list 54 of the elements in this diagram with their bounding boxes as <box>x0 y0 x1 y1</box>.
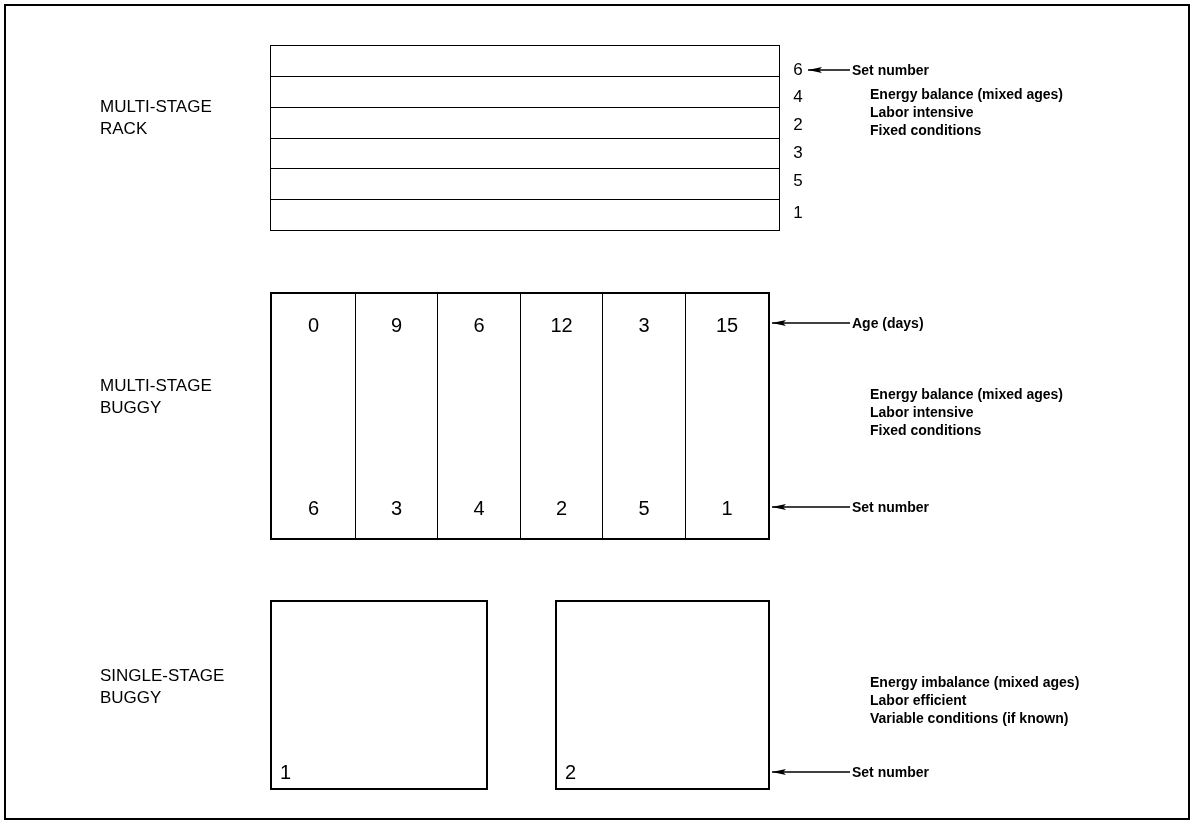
set-number: 6 <box>790 60 806 80</box>
buggy-compartment <box>602 292 686 540</box>
arrow <box>771 320 851 326</box>
rack-shelf <box>270 138 780 169</box>
set-number: 3 <box>389 497 404 520</box>
row-heading: SINGLE-STAGE BUGGY <box>100 665 226 709</box>
set-number: 5 <box>790 171 806 191</box>
annotation-label: Age (days) <box>852 314 924 332</box>
buggy-compartment <box>685 292 770 540</box>
age-value: 15 <box>714 314 740 337</box>
set-number: 4 <box>472 497 486 520</box>
buggy-box <box>270 600 488 790</box>
age-value: 3 <box>637 314 651 337</box>
rack-shelf <box>270 168 780 200</box>
rack-shelf <box>270 199 780 231</box>
buggy-compartment <box>437 292 521 540</box>
set-number: 5 <box>637 497 651 520</box>
age-value: 12 <box>549 314 574 337</box>
property-note: Variable conditions (if known) <box>870 709 1069 727</box>
arrow <box>807 67 851 73</box>
set-number: 2 <box>554 497 569 520</box>
set-number: 2 <box>565 761 577 784</box>
buggy-compartment <box>270 292 356 540</box>
row-heading: MULTI-STAGE RACK <box>100 96 213 140</box>
property-note: Fixed conditions <box>870 421 982 439</box>
set-number: 1 <box>720 497 734 520</box>
age-value: 0 <box>306 314 321 337</box>
rack-shelf <box>270 107 780 139</box>
property-note: Energy imbalance (mixed ages) <box>870 673 1080 691</box>
age-value: 9 <box>389 314 404 337</box>
set-number: 2 <box>790 115 806 135</box>
property-note: Energy balance (mixed ages) <box>870 85 1063 103</box>
set-number: 3 <box>790 143 806 163</box>
buggy-compartment <box>520 292 603 540</box>
annotation-label: Set number <box>852 61 929 79</box>
arrow <box>771 769 851 775</box>
buggy-box <box>555 600 770 790</box>
arrow <box>771 504 851 510</box>
age-value: 6 <box>472 314 486 337</box>
property-note: Labor intensive <box>870 403 974 421</box>
rack-shelf <box>270 45 780 77</box>
annotation-label: Set number <box>852 498 929 516</box>
rack-shelf <box>270 76 780 108</box>
set-number: 1 <box>280 761 292 784</box>
row-heading: MULTI-STAGE BUGGY <box>100 375 213 419</box>
property-note: Fixed conditions <box>870 121 982 139</box>
property-note: Labor efficient <box>870 691 967 709</box>
property-note: Labor intensive <box>870 103 974 121</box>
set-number: 6 <box>306 497 321 520</box>
set-number: 4 <box>790 87 806 107</box>
annotation-label: Set number <box>852 763 929 781</box>
set-number: 1 <box>790 203 806 223</box>
property-note: Energy balance (mixed ages) <box>870 385 1063 403</box>
buggy-compartment <box>355 292 438 540</box>
